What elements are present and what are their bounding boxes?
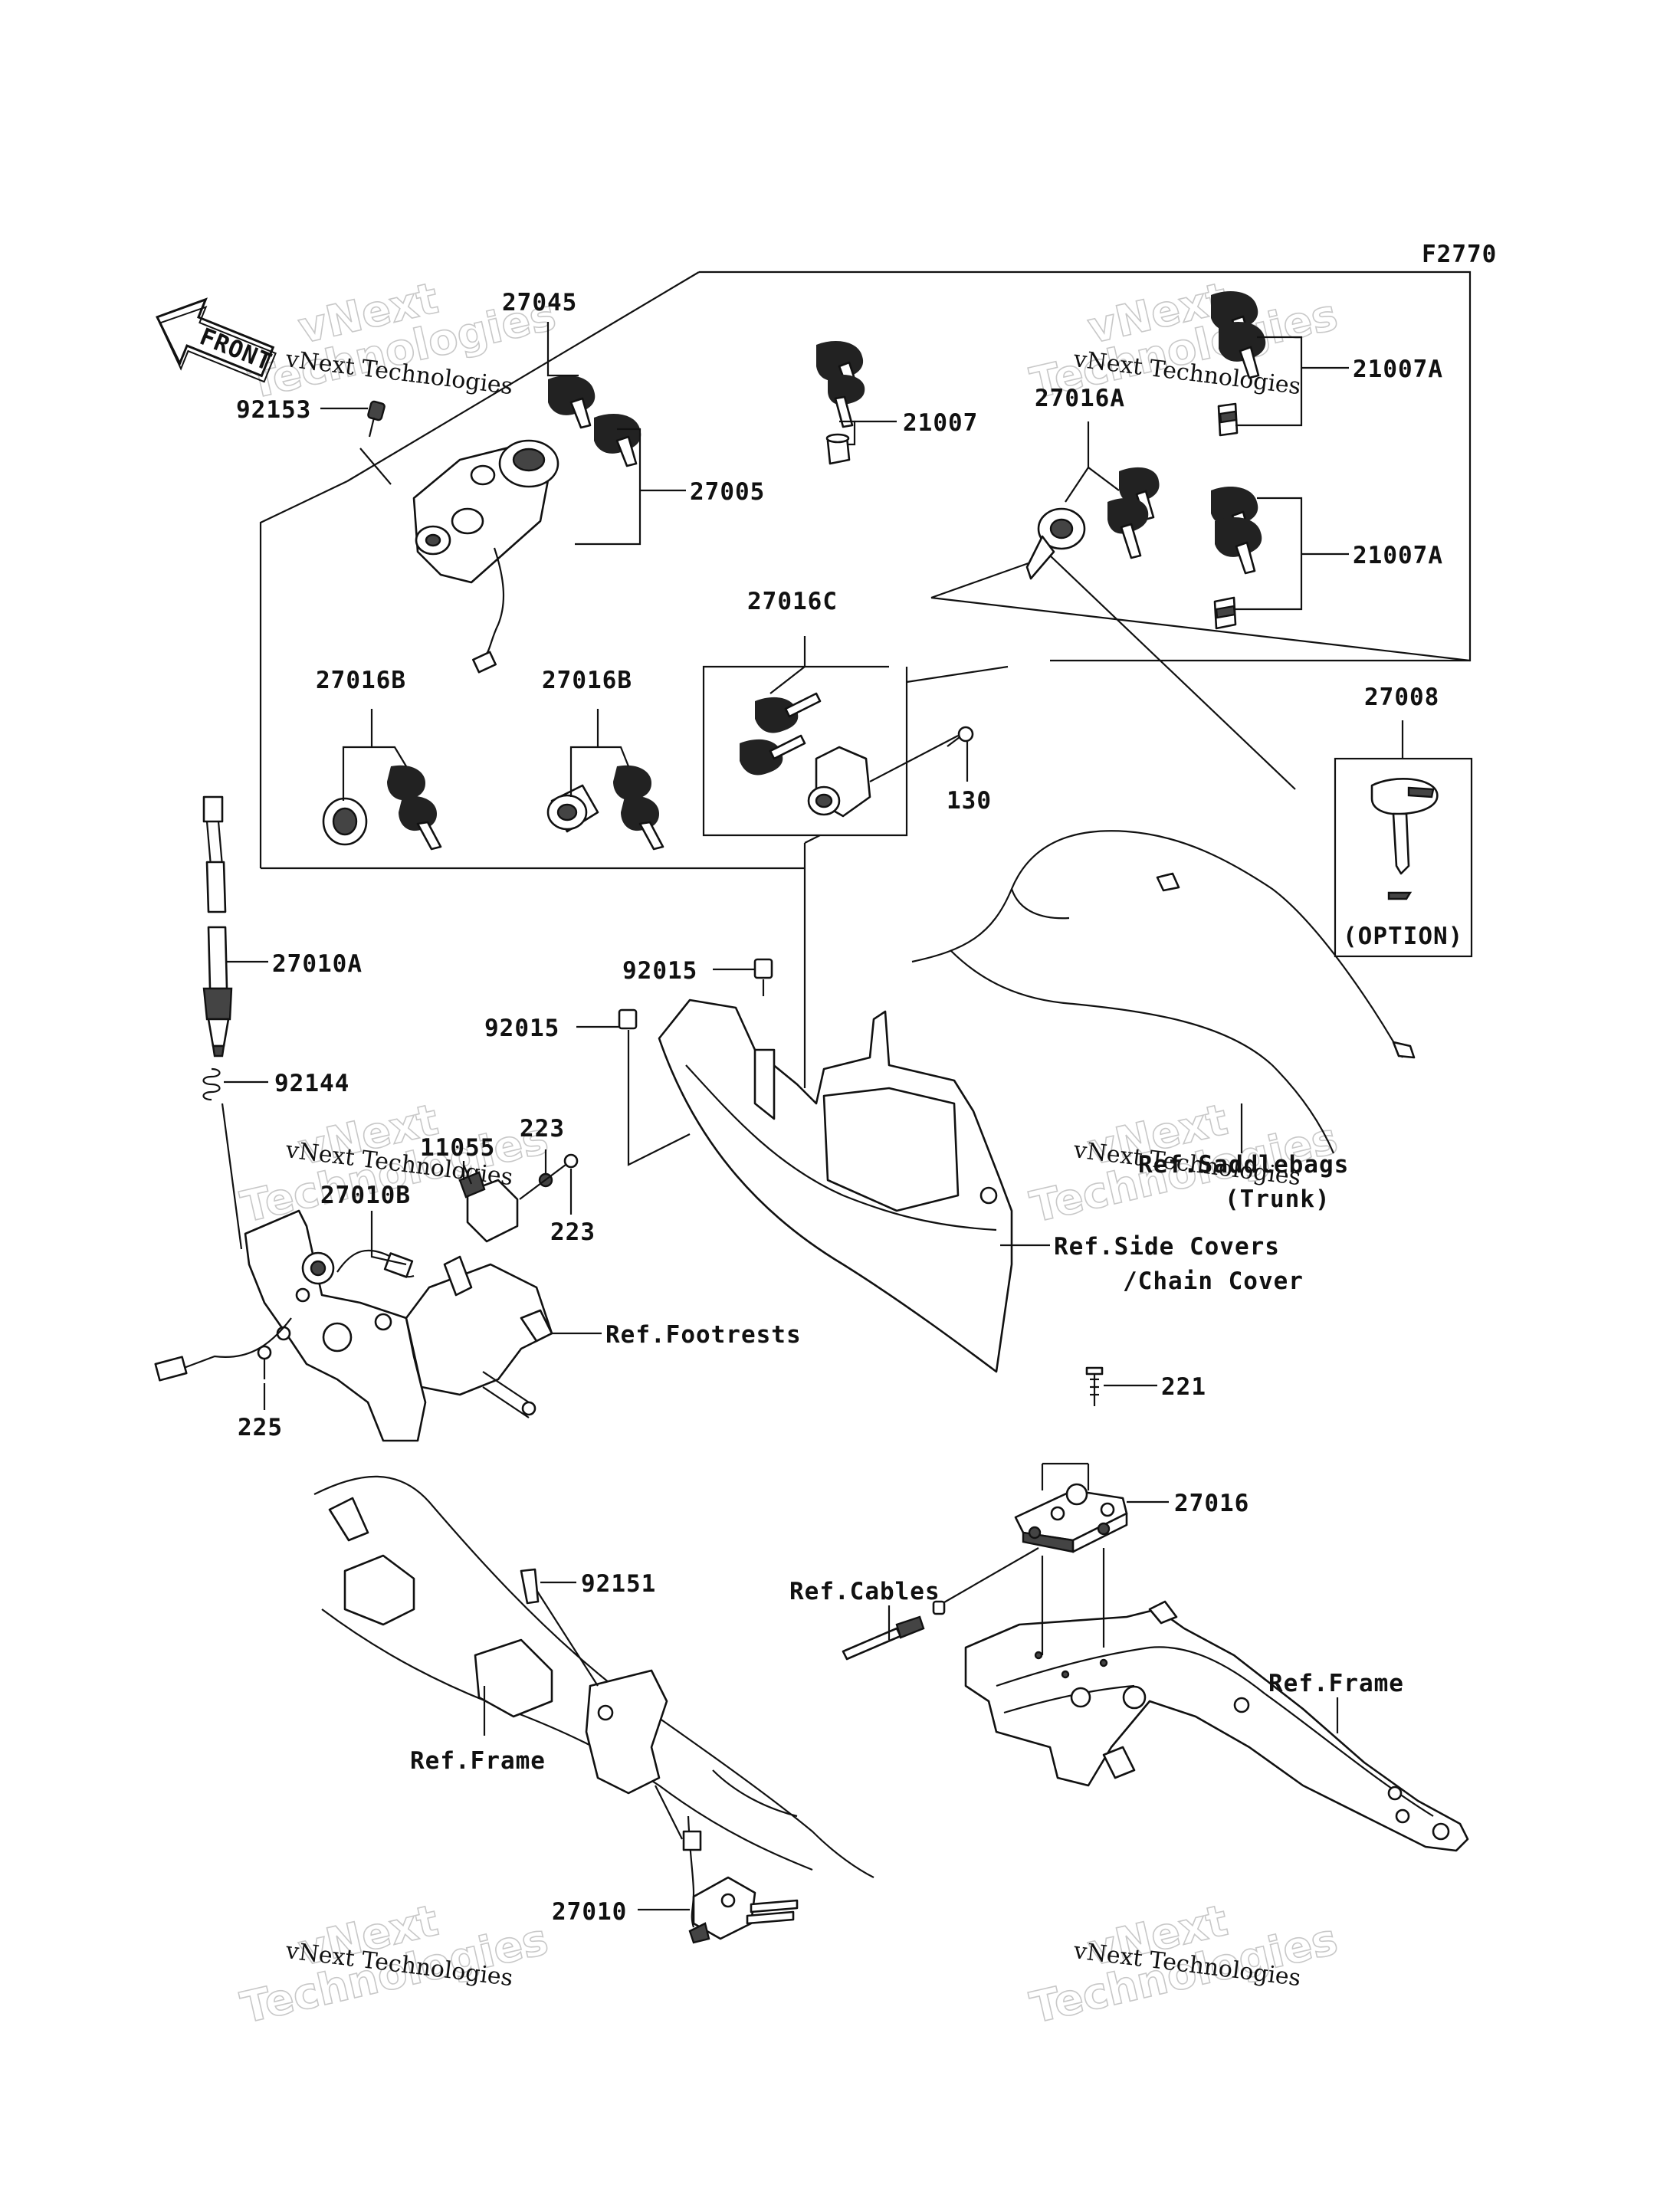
label-27016C: 27016C — [747, 588, 838, 615]
screw-225-icon — [257, 1345, 272, 1379]
label-223-bottom: 223 — [550, 1218, 596, 1246]
bolt-130-icon — [947, 726, 974, 747]
clip-nut-top-icon — [753, 958, 773, 996]
ref-chain-cover-label: /Chain Cover — [1123, 1267, 1304, 1295]
ref-footrests-label: Ref.Footrests — [605, 1321, 802, 1349]
label-225: 225 — [238, 1414, 283, 1441]
lock-cylinder-right-icon — [546, 765, 664, 851]
label-92153: 92153 — [236, 396, 311, 424]
label-27016B-right: 27016B — [542, 667, 632, 694]
label-92015-bottom: 92015 — [484, 1015, 559, 1042]
label-27008: 27008 — [1364, 684, 1439, 711]
cable-icon — [842, 1600, 946, 1661]
bolt-223-bottom-icon — [519, 1153, 579, 1200]
label-130: 130 — [947, 787, 992, 815]
ref-side-covers-label: Ref.Side Covers — [1054, 1233, 1280, 1261]
clip-nut-bottom-icon — [618, 1008, 691, 1166]
trunk-lock-icon — [740, 692, 959, 818]
frame-left-icon — [313, 1475, 874, 1878]
ref-frame-right-label: Ref.Frame — [1268, 1670, 1404, 1697]
saddlebag-trunk-icon — [911, 830, 1416, 1154]
switch-bracket-icon — [458, 1164, 519, 1243]
cable-holder-plate-icon — [938, 1462, 1128, 1606]
ref-trunk-label: (Trunk) — [1225, 1185, 1331, 1213]
leader-lines — [224, 322, 1404, 1911]
label-27045: 27045 — [502, 289, 577, 316]
front-label: FRONT — [195, 323, 276, 376]
label-92144: 92144 — [274, 1070, 349, 1097]
ignition-switch-icon — [359, 439, 559, 674]
screw-221-icon — [1085, 1366, 1104, 1406]
ignition-key-icon — [548, 375, 641, 467]
label-27016A: 27016A — [1035, 385, 1125, 412]
ref-frame-left-label: Ref.Frame — [410, 1747, 546, 1775]
ref-cables-label: Ref.Cables — [789, 1578, 940, 1605]
watermark-top-right: Technologies vNext vNext Technologies — [1025, 273, 1343, 409]
screw-icon — [367, 400, 386, 438]
option-key-box: (OPTION) — [1334, 757, 1473, 958]
key-set-top-icon — [1211, 291, 1266, 437]
side-cover-icon — [658, 835, 1013, 1373]
label-27010B: 27010B — [320, 1182, 411, 1209]
label-21007A-bottom: 21007A — [1353, 542, 1443, 569]
seat-lock-icon — [1025, 467, 1160, 580]
ref-saddlebags-label: Ref.Saddlebags — [1138, 1151, 1349, 1179]
label-27010: 27010 — [552, 1898, 627, 1926]
label-223-top: 223 — [520, 1115, 565, 1143]
label-92151: 92151 — [581, 1570, 656, 1598]
sidestand-switch-icon — [655, 1785, 799, 1944]
figure-id: F2770 — [1422, 241, 1497, 268]
watermark-bottom-right: Technologies vNext vNext Technologies — [1025, 1895, 1343, 2034]
label-27010A: 27010A — [272, 950, 363, 978]
label-27016B-left: 27016B — [316, 667, 406, 694]
label-27016: 27016 — [1174, 1490, 1249, 1517]
option-label: (OPTION) — [1343, 923, 1463, 950]
neutral-switch-icon — [202, 795, 233, 1058]
spring-icon — [202, 1067, 243, 1250]
watermark-bottom-left: Technologies vNext vNext Technologies — [236, 1895, 553, 2034]
footrest-bracket-icon — [154, 1209, 553, 1442]
key-cylinder-icon — [816, 341, 865, 465]
label-11055: 11055 — [420, 1134, 495, 1162]
frame-right-icon — [964, 1548, 1469, 1852]
lock-cylinder-left-icon — [322, 765, 442, 851]
key-set-bottom-icon — [1211, 487, 1262, 630]
label-21007A-top: 21007A — [1353, 356, 1443, 383]
label-27005: 27005 — [690, 478, 765, 506]
label-21007: 21007 — [903, 409, 978, 437]
label-92015-top: 92015 — [622, 957, 697, 985]
label-221: 221 — [1161, 1373, 1206, 1401]
kit-outline — [259, 271, 1472, 870]
